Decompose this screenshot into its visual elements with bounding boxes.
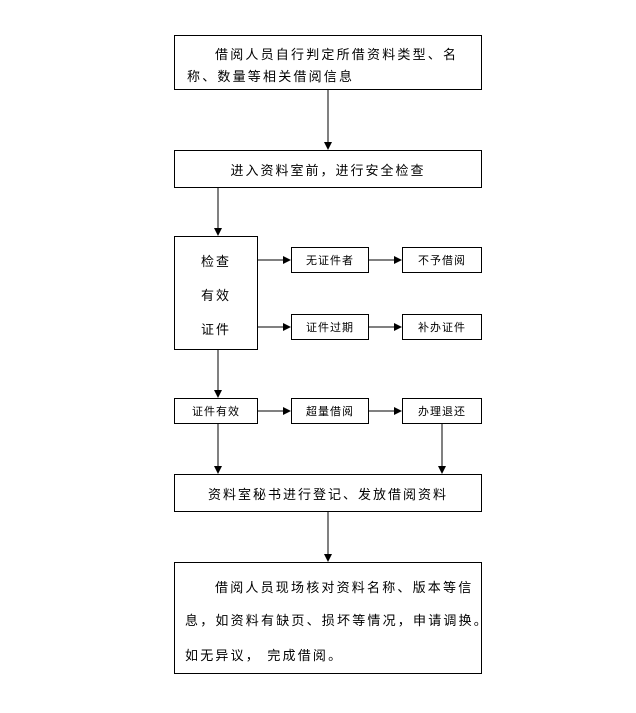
check-line1: 检查 bbox=[200, 255, 231, 270]
valid-id-box: 证件有效 bbox=[174, 398, 258, 424]
check-line2: 有效 bbox=[200, 289, 231, 304]
check-line3: 证件 bbox=[200, 323, 231, 338]
no-lend-box: 不予借阅 bbox=[402, 247, 482, 273]
no-id-box: 无证件者 bbox=[291, 247, 369, 273]
step2-label: 进入资料室前，进行安全检查 bbox=[230, 163, 426, 179]
step5-box: 借阅人员现场核对资料名称、版本等信 息，如资料有缺页、损坏等情况，申请调换。 如… bbox=[174, 562, 487, 674]
check-id-box: 检查 有效 证件 bbox=[174, 236, 258, 350]
step5-line3: 如无异议， 完成借阅。 bbox=[185, 649, 344, 664]
renew-id-label: 补办证件 bbox=[418, 321, 466, 334]
no-lend-label: 不予借阅 bbox=[418, 254, 466, 267]
over-limit-label: 超量借阅 bbox=[306, 405, 354, 418]
step2-box: 进入资料室前，进行安全检查 bbox=[174, 150, 482, 188]
step1-line1: 借阅人员自行判定所借资料类型、名 bbox=[215, 48, 459, 63]
step5-line1: 借阅人员现场核对资料名称、版本等信 bbox=[215, 581, 474, 596]
valid-id-label: 证件有效 bbox=[192, 405, 240, 418]
step1-line2: 称、数量等相关借阅信息 bbox=[187, 70, 355, 85]
expired-id-box: 证件过期 bbox=[291, 314, 369, 340]
renew-id-box: 补办证件 bbox=[402, 314, 482, 340]
step4-label: 资料室秘书进行登记、发放借阅资料 bbox=[207, 487, 448, 503]
expired-id-label: 证件过期 bbox=[306, 321, 354, 334]
step5-line2: 息，如资料有缺页、损坏等情况，申请调换。 bbox=[185, 614, 490, 629]
step4-box: 资料室秘书进行登记、发放借阅资料 bbox=[174, 474, 482, 512]
return-box: 办理退还 bbox=[402, 398, 482, 424]
no-id-label: 无证件者 bbox=[306, 254, 354, 267]
over-limit-box: 超量借阅 bbox=[291, 398, 369, 424]
return-label: 办理退还 bbox=[418, 405, 466, 418]
step1-box: 借阅人员自行判定所借资料类型、名 称、数量等相关借阅信息 bbox=[174, 35, 482, 90]
